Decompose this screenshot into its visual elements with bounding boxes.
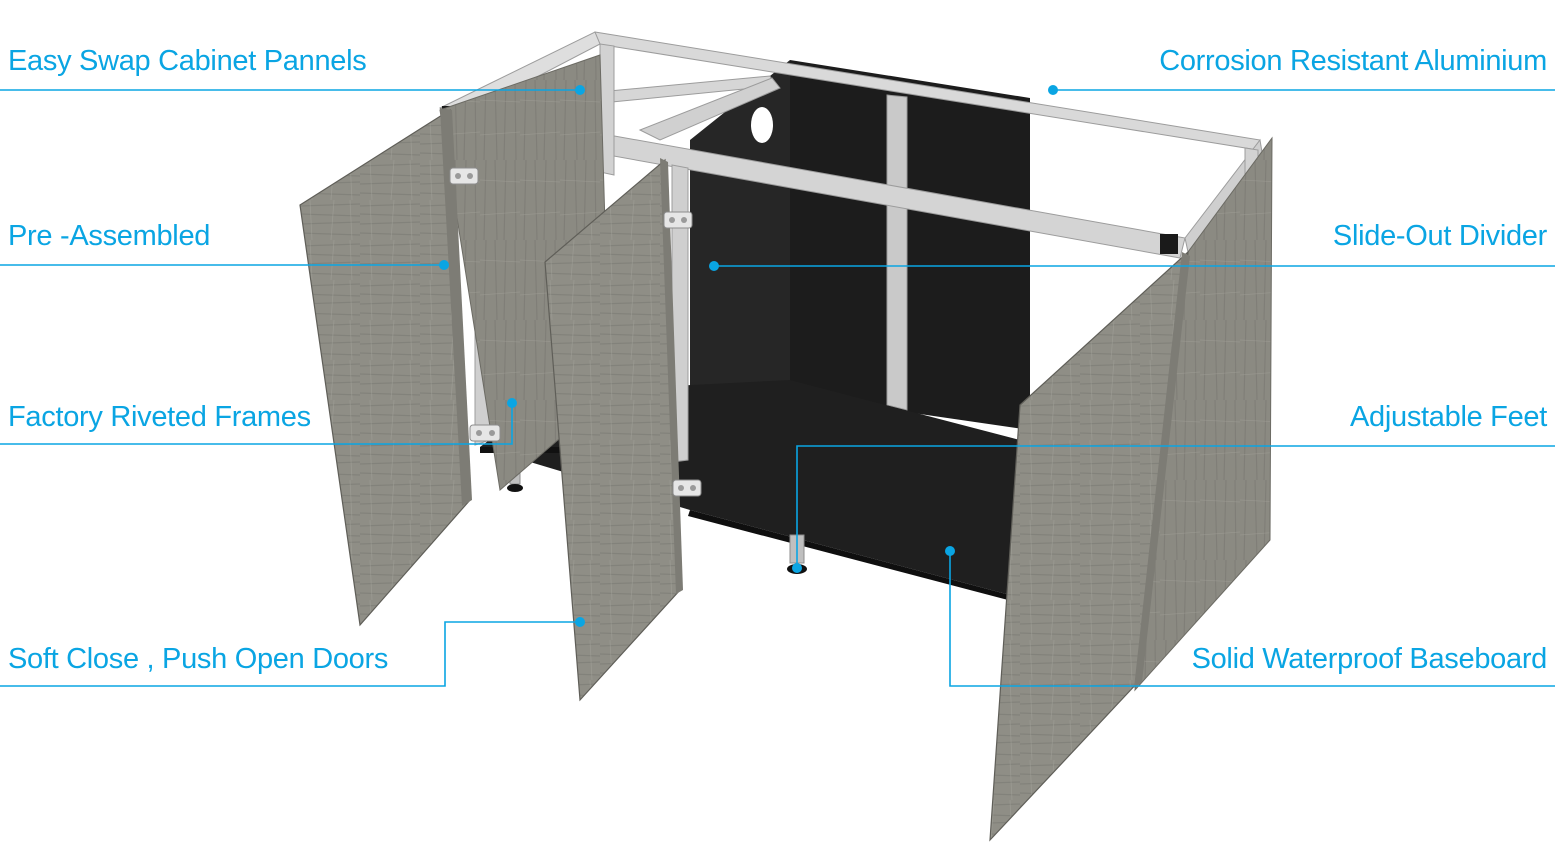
foot-left-pad — [507, 484, 523, 492]
hinge-icon-top-left — [449, 167, 479, 185]
hinge-icon-bottom-left — [469, 424, 501, 442]
callout-adjustable-feet: Adjustable Feet — [1349, 401, 1547, 433]
dot-soft-close — [575, 617, 585, 627]
hinge-icon-bottom-middle — [672, 479, 702, 497]
callout-corrosion: Corrosion Resistant Aluminium — [1159, 45, 1547, 77]
callout-easy-swap: Easy Swap Cabinet Pannels — [8, 45, 367, 77]
dot-easy-swap — [575, 85, 585, 95]
door-right-edge — [1134, 252, 1190, 688]
leader-baseboard — [949, 551, 1555, 687]
dot-pre-assembled — [439, 260, 449, 270]
dot-factory-riveted — [507, 398, 517, 408]
divider-post — [886, 94, 908, 411]
callout-factory-riveted: Factory Riveted Frames — [8, 401, 311, 433]
callout-leaders — [0, 85, 1555, 687]
callout-baseboard: Solid Waterproof Baseboard — [1191, 643, 1548, 675]
dot-slide-out — [709, 261, 719, 271]
dot-baseboard — [945, 546, 955, 556]
callout-slide-out: Slide-Out Divider — [1332, 220, 1547, 252]
dot-adjustable-feet — [792, 563, 802, 573]
callout-pre-assembled: Pre -Assembled — [8, 220, 211, 252]
door-left-edge — [440, 108, 472, 506]
leader-adjustable-feet — [796, 445, 1555, 568]
leader-factory-riveted — [0, 403, 513, 445]
leader-soft-close — [0, 621, 580, 687]
back-panel-right — [790, 60, 1030, 430]
frame-corner-cap-right — [1160, 234, 1178, 254]
dot-corrosion — [1048, 85, 1058, 95]
frame-mid-depth-rail — [638, 77, 781, 141]
baseboard-front-edge — [688, 510, 1010, 600]
cable-hole — [751, 107, 773, 143]
hinge-icon-top-middle — [663, 211, 693, 229]
callout-soft-close: Soft Close , Push Open Doors — [8, 643, 389, 675]
